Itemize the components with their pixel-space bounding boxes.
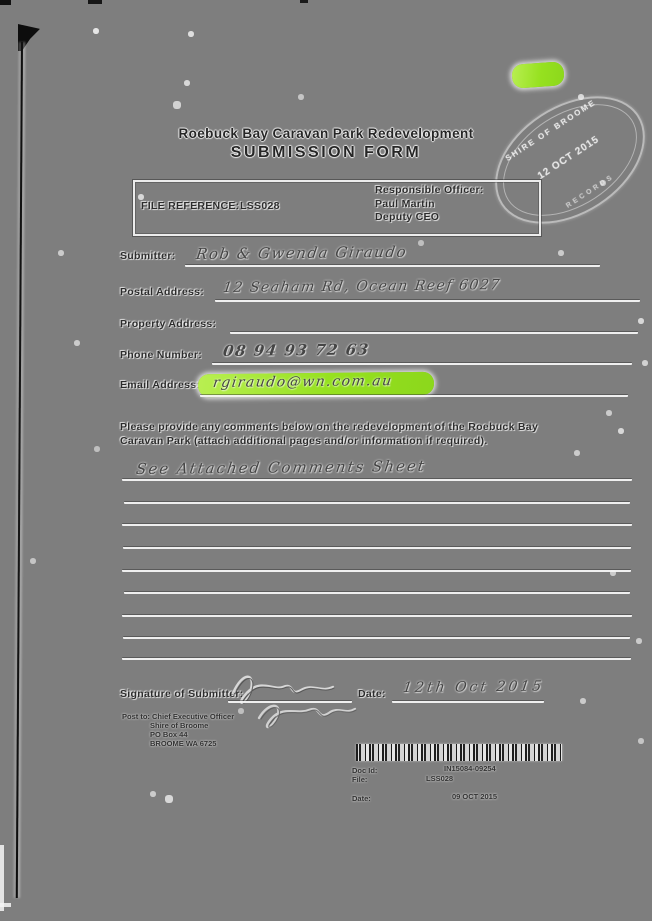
post-to-line-1: Post to: Chief Executive Officer bbox=[122, 712, 235, 721]
property-address-label: Property Address: bbox=[120, 318, 217, 330]
scan-artifact-white-edge bbox=[0, 845, 4, 911]
comments-handwriting: See Attached Comments Sheet bbox=[135, 456, 428, 478]
submitter-signature bbox=[231, 675, 357, 729]
scan-artifact-top-mark-3 bbox=[300, 0, 308, 3]
responsible-officer-title: Deputy CEO bbox=[375, 211, 440, 223]
post-to-line-2: Shire of Broome bbox=[150, 721, 209, 730]
signature-line bbox=[228, 700, 352, 703]
scan-artifact-top-mark-1 bbox=[0, 0, 11, 5]
scan-noise-speckles bbox=[0, 0, 2, 2]
submitter-label: Submitter: bbox=[120, 250, 176, 262]
email-address-line bbox=[200, 394, 628, 397]
signature-label: Signature of Submitter: bbox=[120, 688, 244, 700]
comments-line-8 bbox=[123, 636, 630, 639]
postal-address-value: 12 Seaham Rd, Ocean Reef 6027 bbox=[222, 277, 502, 296]
phone-number-value: 08 94 93 72 63 bbox=[222, 340, 371, 360]
comments-line-2 bbox=[124, 501, 630, 504]
scan-artifact-page-edge bbox=[15, 42, 23, 898]
post-to-line-4: BROOME WA 6725 bbox=[150, 739, 217, 748]
doc-id-label: Doc Id: bbox=[352, 766, 378, 775]
date-label: Date: bbox=[358, 688, 386, 700]
responsible-officer-label: Responsible Officer: bbox=[375, 184, 484, 196]
submitter-line bbox=[185, 264, 600, 267]
scan-artifact-top-mark-2 bbox=[88, 0, 102, 4]
form-subtitle: SUBMISSION FORM bbox=[230, 144, 422, 161]
responsible-officer-name: Paul Martin bbox=[375, 198, 435, 210]
post-to-block: Post to: Chief Executive Officer Shire o… bbox=[122, 712, 272, 748]
comments-line-6 bbox=[124, 591, 630, 594]
phone-number-label: Phone Number: bbox=[120, 349, 203, 361]
doc-id-value: IN15084-09254 bbox=[444, 764, 496, 773]
file-reference-box: FILE REFERENCE: LSS028 Responsible Offic… bbox=[133, 180, 541, 236]
comments-line-5 bbox=[122, 569, 631, 572]
email-address-label: Email Address: bbox=[120, 379, 201, 391]
form-title: Roebuck Bay Caravan Park Redevelopment bbox=[178, 126, 474, 141]
date-line bbox=[392, 700, 544, 703]
postal-address-label: Postal Address: bbox=[120, 286, 205, 298]
comments-line-7 bbox=[122, 614, 632, 617]
phone-number-line bbox=[212, 362, 632, 365]
file-reference-label: FILE REFERENCE: bbox=[141, 200, 240, 212]
file-value: LSS028 bbox=[426, 774, 454, 783]
date-value: 12th Oct 2015 bbox=[402, 678, 546, 696]
comments-line-4 bbox=[123, 546, 631, 549]
property-address-line bbox=[230, 331, 638, 334]
submitter-value: Rob & Gwenda Giraudo bbox=[195, 242, 409, 263]
email-address-value: rgiraudo@wn.com.au bbox=[212, 373, 394, 391]
postal-address-line bbox=[215, 299, 640, 302]
comments-line-9 bbox=[122, 657, 631, 660]
records-date-label: Date: bbox=[352, 794, 371, 803]
instructions-text: Please provide any comments below on the… bbox=[120, 421, 539, 447]
highlighter-mark bbox=[511, 61, 565, 89]
comments-line-1 bbox=[122, 478, 632, 481]
post-to-line-3: PO Box 44 bbox=[150, 730, 188, 739]
file-label: File: bbox=[352, 775, 368, 784]
scan-artifact-white-corner bbox=[0, 903, 11, 907]
comments-line-3 bbox=[122, 523, 632, 526]
records-barcode bbox=[356, 744, 562, 761]
records-date-value: 09 OCT 2015 bbox=[452, 792, 498, 801]
file-reference-value: LSS028 bbox=[240, 200, 280, 212]
